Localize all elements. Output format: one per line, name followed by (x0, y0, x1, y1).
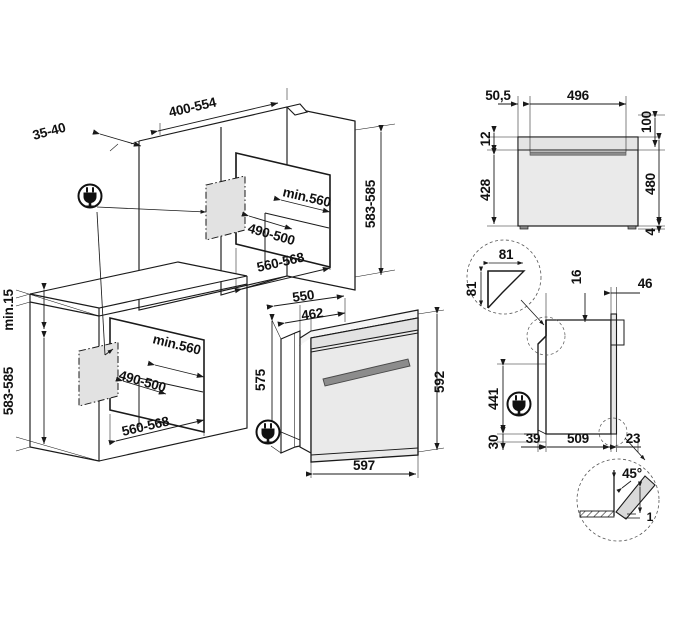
detail-corner-chamfer (466, 239, 545, 326)
view-oven-isometric (266, 294, 445, 478)
dim-side-509: 509 (567, 431, 589, 446)
view-side-section (497, 287, 646, 461)
dim-front-480: 480 (643, 173, 658, 195)
dim-oven-597: 597 (353, 458, 375, 473)
dim-oven-592: 592 (432, 371, 447, 393)
dim-detail-81-h: 81 (499, 247, 514, 262)
dim-oven-550: 550 (291, 287, 315, 305)
dim-detail-1: 1 (647, 510, 654, 524)
dim-front-50-5: 50,5 (485, 88, 511, 103)
dim-400-554: 400-554 (167, 94, 218, 120)
power-plug-icon-upper (77, 183, 103, 209)
dim-front-12: 12 (478, 132, 493, 147)
dim-min15: min.15 (1, 289, 16, 331)
view-lower-cabinet (15, 211, 248, 462)
view-front-elevation (487, 96, 665, 233)
dim-35-40: 35-40 (31, 120, 67, 143)
dim-oven-462: 462 (300, 305, 324, 323)
dim-side-23: 23 (626, 431, 641, 446)
dim-side-46: 46 (638, 276, 653, 291)
dim-front-4: 4 (643, 228, 658, 236)
dim-side-39: 39 (526, 431, 541, 446)
dim-lower-583-585: 583-585 (1, 366, 16, 415)
dim-side-441: 441 (486, 387, 501, 410)
dim-front-100: 100 (639, 111, 654, 133)
dim-detail-45deg: 45° (622, 466, 642, 481)
dim-upper-583-585: 583-585 (363, 179, 378, 228)
dim-side-16: 16 (569, 269, 584, 284)
view-upper-cabinet (92, 88, 396, 311)
dim-detail-81-v: 81 (464, 281, 479, 296)
dim-front-496: 496 (567, 88, 590, 103)
power-plug-icon-side (506, 391, 532, 417)
power-plug-icon-oven (255, 419, 281, 445)
detail-edge-45 (576, 458, 660, 542)
dim-oven-575: 575 (253, 368, 268, 391)
dim-side-30: 30 (486, 435, 501, 450)
dim-front-428: 428 (478, 178, 493, 201)
